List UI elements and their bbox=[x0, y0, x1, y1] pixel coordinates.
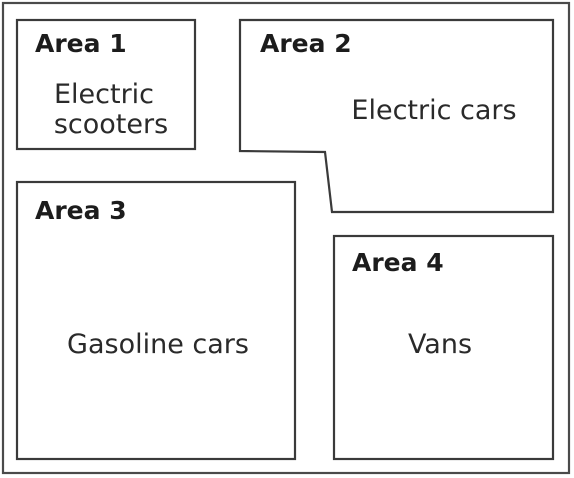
area-4-content-line-1: Vans bbox=[408, 329, 472, 360]
area-2: Area 2 Electric cars bbox=[238, 18, 555, 214]
area-4-boundary bbox=[332, 234, 555, 461]
area-1-content-line-1: Electric bbox=[54, 79, 154, 110]
area-1-title: Area 1 bbox=[35, 29, 127, 58]
area-3-title: Area 3 bbox=[35, 196, 127, 225]
area-1-content-line-2: scooters bbox=[54, 109, 168, 140]
area-2-boundary bbox=[238, 18, 555, 214]
area-2-content-line-1: Electric cars bbox=[351, 95, 516, 126]
area-4: Area 4 Vans bbox=[332, 234, 555, 461]
area-3: Area 3 Gasoline cars bbox=[15, 180, 297, 461]
area-1: Area 1 Electric scooters bbox=[15, 18, 197, 151]
area-1-boundary bbox=[15, 18, 197, 151]
area-4-title: Area 4 bbox=[352, 248, 444, 277]
area-2-title: Area 2 bbox=[260, 29, 352, 58]
area-3-boundary bbox=[15, 180, 297, 461]
area-3-content-line-1: Gasoline cars bbox=[67, 329, 249, 360]
